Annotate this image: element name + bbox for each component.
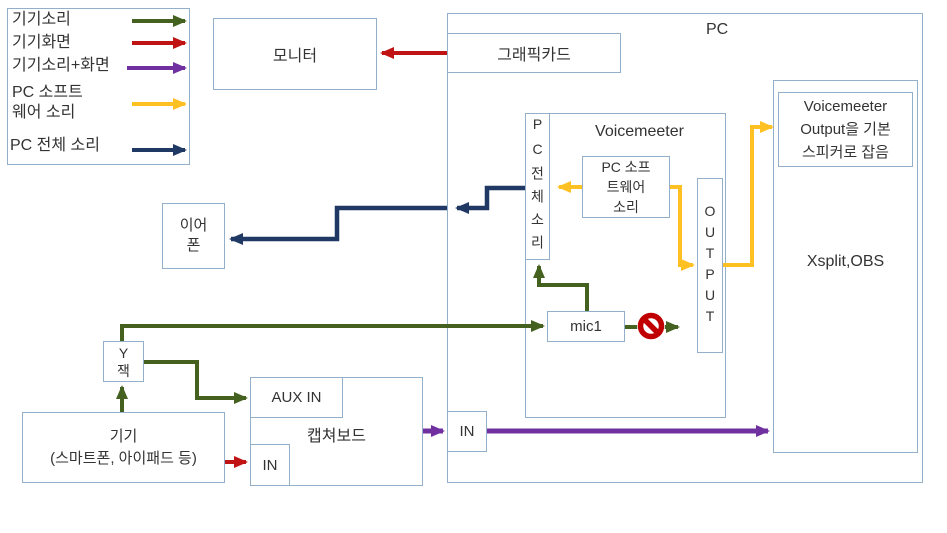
monitor-box: 모니터 [213,18,377,90]
device-box: 기기 (스마트폰, 아이패드 등) [22,412,225,483]
y-jack-box: Y 잭 [103,341,144,382]
graphics-card-box: 그래픽카드 [447,33,621,73]
aux-in-label: AUX IN [271,389,322,406]
mic1-box: mic1 [547,311,625,342]
pc-software-sound-box: PC 소프 트웨어 소리 [582,156,670,218]
mic1-label: mic1 [570,318,602,335]
pc-in-box: IN [447,411,487,452]
arrow-pc-edge-to-earphone [229,205,447,245]
earphone-box: 이어 폰 [162,203,225,269]
vm-output-note-label: Voicemeeter Output을 기본 스피커로 잡음 [800,98,891,161]
voicemeeter-label: Voicemeeter [595,123,684,140]
pc-label: PC [706,21,729,38]
device-label: 기기 (스마트폰, 아이패드 등) [50,427,197,467]
capture-board-label: 캡쳐보드 [307,428,366,445]
graphics-card-label: 그래픽카드 [497,47,571,64]
pc-total-sound-box: PC전체소리 [525,113,550,260]
output-box: OUTPUT [697,178,723,353]
legend-box [7,8,190,165]
legend-item-pc-software-sound: PC 소프트 웨어 소리 [12,84,83,121]
capture-board-in-label: IN [262,456,278,474]
legend-item-device-sound-screen: 기기소리+화면 [12,57,110,74]
pc-software-sound-label: PC 소프 트웨어 소리 [601,159,651,215]
xsplit-obs-label: Xsplit,OBS [806,253,885,270]
pc-total-sound-label: PC전체소리 [529,115,546,258]
legend-item-device-sound: 기기소리 [12,11,71,28]
capture-board-in-box: IN [250,444,290,486]
pc-in-label: IN [459,423,475,440]
y-jack-label: Y 잭 [117,344,130,379]
output-label: OUTPUT [702,202,718,329]
legend-item-device-screen: 기기화면 [12,34,71,51]
vm-output-note-box: Voicemeeter Output을 기본 스피커로 잡음 [778,92,913,167]
aux-in-box: AUX IN [250,377,343,418]
monitor-label: 모니터 [272,48,318,65]
arrow-y-jack-to-aux-in [144,360,248,404]
earphone-label: 이어 폰 [179,217,208,254]
legend-item-pc-total-sound: PC 전체 소리 [10,137,100,154]
